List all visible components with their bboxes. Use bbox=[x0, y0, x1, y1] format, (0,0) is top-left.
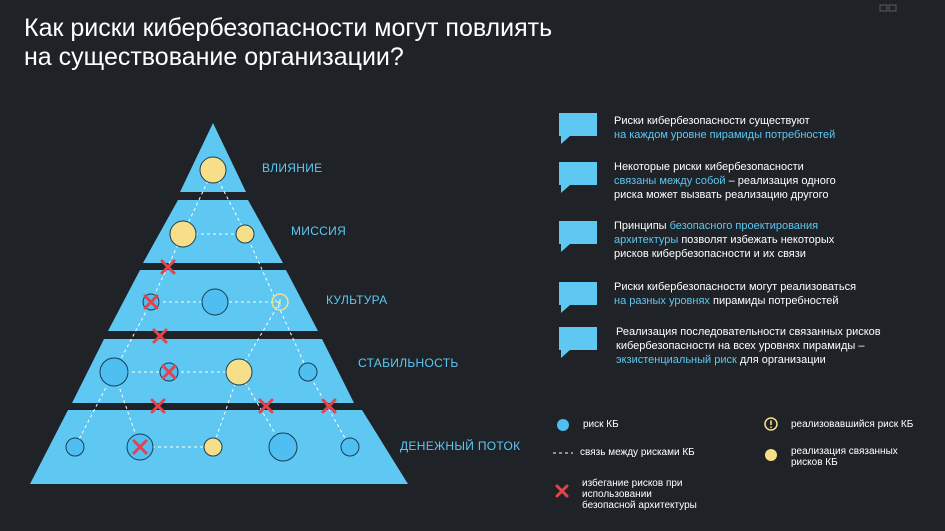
dashed-line-icon bbox=[553, 452, 573, 454]
legend-avoid: избегание рисков при использовании безоп… bbox=[555, 478, 725, 514]
exclamation-icon: ! bbox=[278, 298, 281, 309]
tier-label-culture: КУЛЬТУРА bbox=[326, 293, 387, 307]
cross-icon bbox=[555, 484, 569, 498]
cross-icon bbox=[160, 259, 176, 275]
cross-icon bbox=[258, 398, 274, 414]
legend-chain: реализация связанных рисков КБ bbox=[764, 446, 914, 470]
circle-icon bbox=[557, 419, 569, 431]
risk-node bbox=[298, 362, 318, 382]
tier-label-cashflow: ДЕНЕЖНЫЙ ПОТОК bbox=[400, 438, 520, 453]
risk-node bbox=[201, 288, 229, 316]
legend-risk: риск КБ bbox=[556, 417, 736, 433]
page-title-line-1: Как риски кибербезопасности могут повлия… bbox=[24, 14, 553, 42]
cross-icon bbox=[152, 328, 168, 344]
cross-icon bbox=[143, 294, 159, 310]
realized-chain-node bbox=[199, 156, 227, 184]
pyramid-tier-stability bbox=[72, 339, 354, 403]
cross-icon bbox=[132, 439, 148, 455]
cross-icon bbox=[161, 364, 177, 380]
exclamation-icon bbox=[764, 417, 778, 431]
tier-label-influence: ВЛИЯНИЕ bbox=[262, 161, 322, 175]
realized-chain-node bbox=[169, 220, 197, 248]
speech-bubble-icon bbox=[559, 327, 597, 358]
tier-label-mission: МИССИЯ bbox=[291, 224, 346, 238]
legend-link: связь между рисками КБ bbox=[553, 447, 753, 461]
info-text-4: Риски кибербезопасности могут реализоват… bbox=[614, 281, 857, 307]
realized-chain-node bbox=[225, 358, 253, 386]
info-text-5: Реализация последовательности связанных … bbox=[616, 326, 881, 366]
speech-bubble-icon bbox=[559, 113, 597, 144]
window-control-icon[interactable] bbox=[879, 4, 897, 14]
pyramid-tier-mission bbox=[143, 200, 283, 263]
page-title-line-2: на существование организации? bbox=[24, 43, 404, 71]
risk-node bbox=[99, 357, 129, 387]
risk-node bbox=[65, 437, 85, 457]
info-text-3: Принципы безопасного проектирования архи… bbox=[614, 220, 835, 260]
cross-icon bbox=[321, 398, 337, 414]
speech-bubble-icon bbox=[559, 221, 597, 252]
tier-label-stability: СТАБИЛЬНОСТЬ bbox=[358, 356, 459, 370]
speech-bubble-icon bbox=[559, 162, 597, 193]
realized-chain-node bbox=[203, 437, 223, 457]
risk-node bbox=[340, 437, 360, 457]
page-title: Как риски кибербезопасности могут повлия… bbox=[24, 14, 664, 72]
cross-icon bbox=[150, 398, 166, 414]
avoidance-marks bbox=[132, 259, 337, 455]
legend-realized: реализовавшийся риск КБ bbox=[764, 416, 934, 432]
realized-risk-node bbox=[271, 293, 289, 311]
realized-chain-node bbox=[235, 224, 255, 244]
circle-icon bbox=[765, 449, 777, 461]
risk-node bbox=[268, 432, 298, 462]
speech-bubble-icon bbox=[559, 282, 597, 313]
